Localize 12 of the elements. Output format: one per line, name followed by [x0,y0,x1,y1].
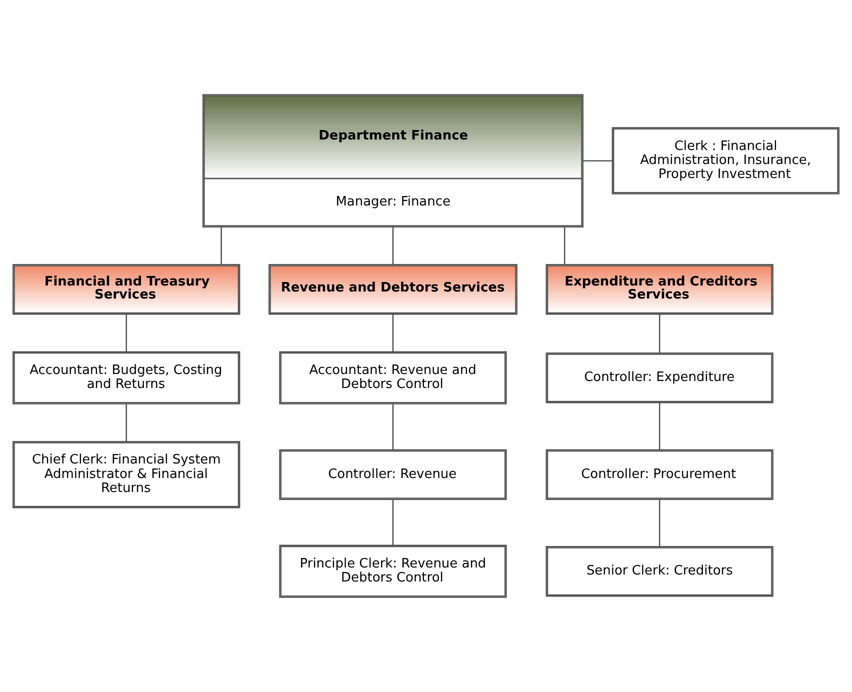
connector [659,402,660,450]
connector [564,226,566,265]
connector [220,226,222,265]
connector [659,500,660,546]
connector [659,314,660,353]
connector [392,226,394,265]
connector [126,314,127,352]
connector [126,404,127,442]
connector [392,404,394,450]
connector [392,500,394,546]
connector [583,160,612,162]
connector [392,314,394,352]
